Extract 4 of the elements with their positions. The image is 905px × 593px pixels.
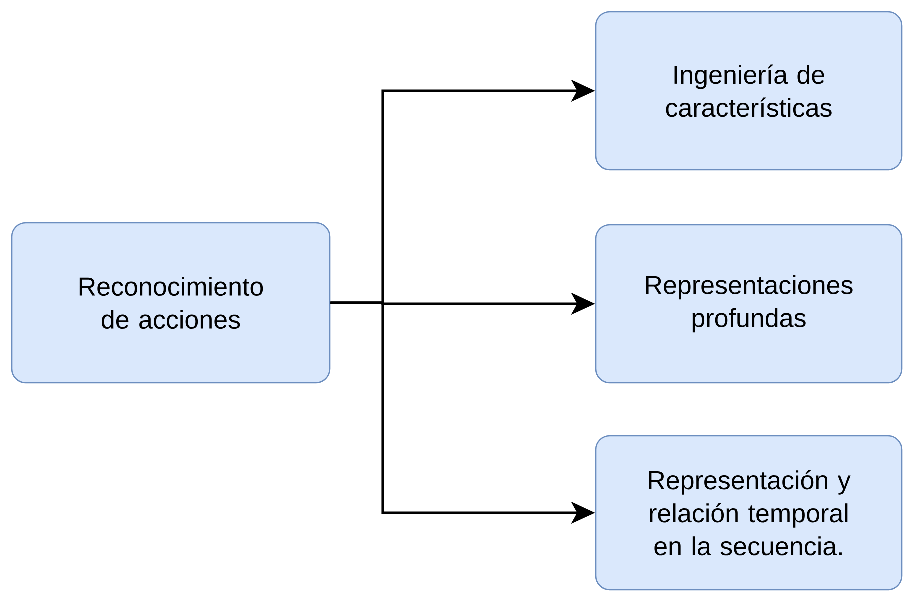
process-box: Reconocimiento de acciones [11, 222, 331, 384]
process-box: Ingeniería de características [595, 11, 903, 171]
process-box: Representación y relación temporal en la secuencia. [595, 435, 903, 591]
process-box: Representaciones profundas [595, 224, 903, 384]
